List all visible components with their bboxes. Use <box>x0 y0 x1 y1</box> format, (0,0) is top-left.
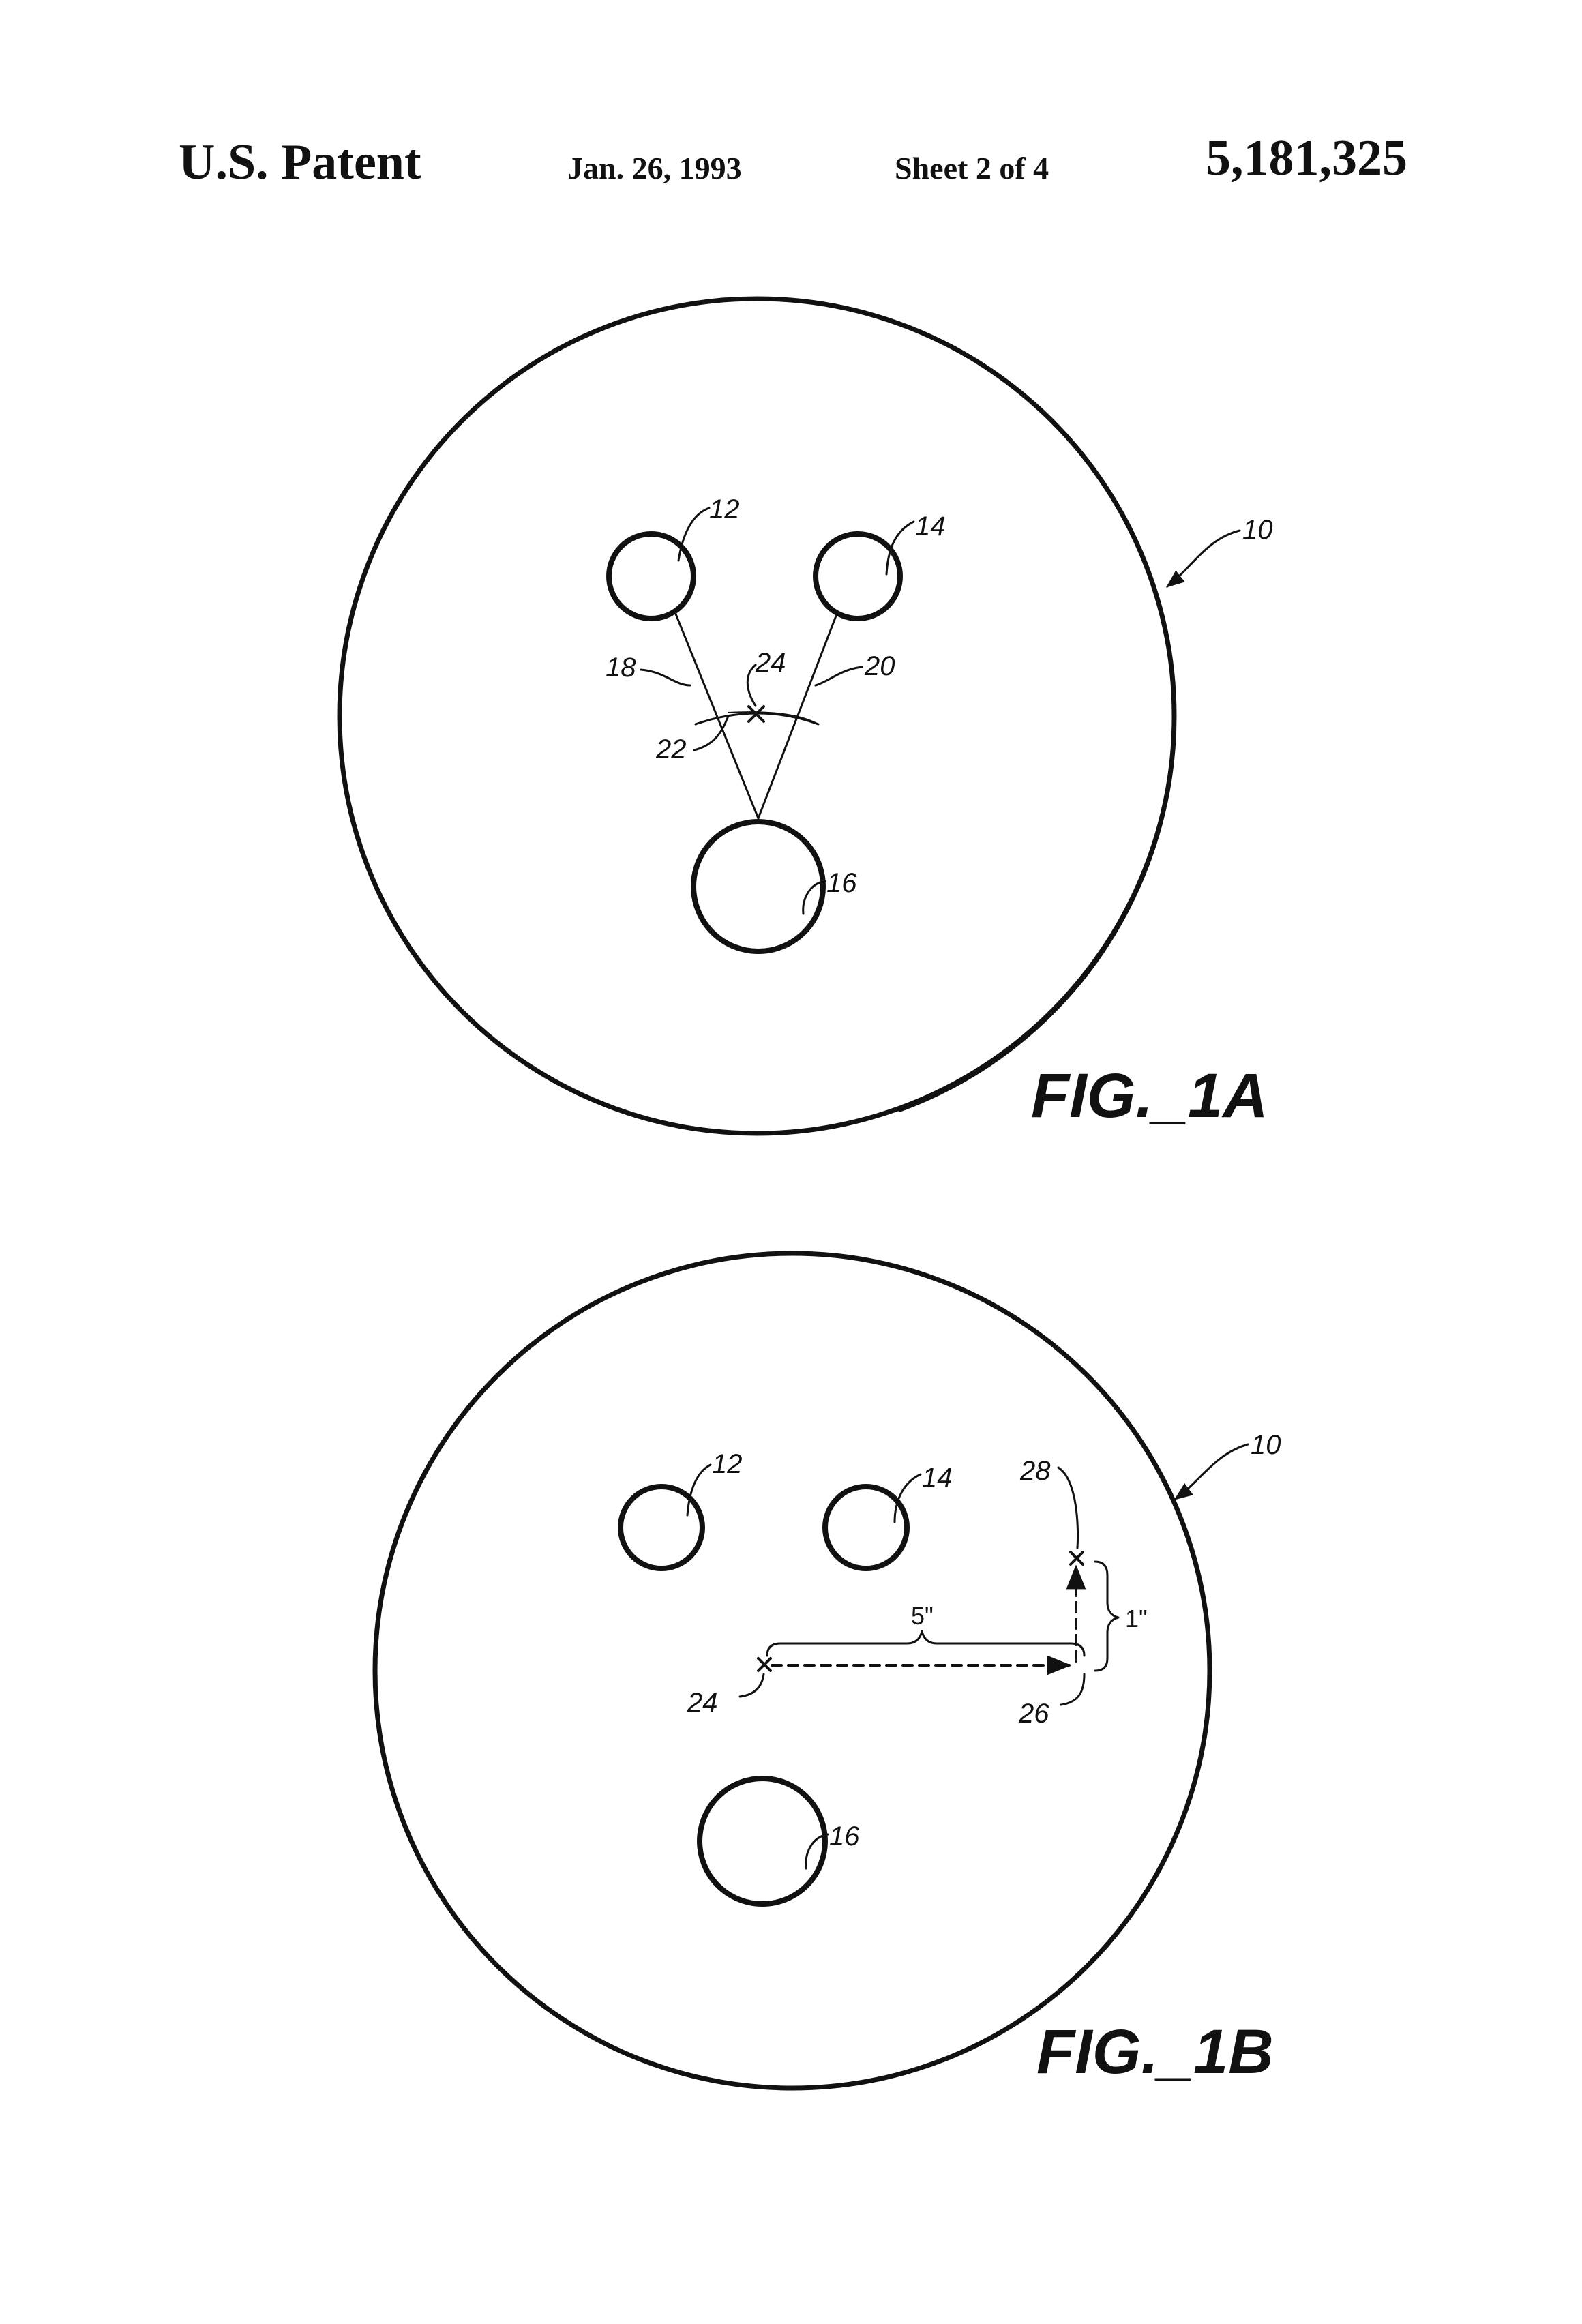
leader-10a <box>1165 529 1241 588</box>
dimension-brace-horizontal <box>766 1630 1086 1657</box>
leader-14 <box>885 520 915 576</box>
leader-16 <box>805 1833 829 1870</box>
leader-24a <box>746 664 757 707</box>
finger-hole-12 <box>618 1484 705 1571</box>
patent-number: 5,181,325 <box>1206 130 1407 186</box>
dimension-5-inch: 5" <box>911 1602 934 1630</box>
leader-16 <box>802 880 826 915</box>
dimension-brace-vertical <box>1094 1560 1120 1672</box>
patent-date: Jan. 26, 1993 <box>567 151 742 185</box>
figure-1a: 10 12 14 16 18 20 22 24 FIG._1A <box>337 296 1273 1136</box>
leader-12 <box>677 507 711 562</box>
leader-20 <box>814 666 863 687</box>
ball-outline-heavy-edge <box>946 1498 1211 2060</box>
point-24-mark <box>747 705 765 723</box>
ref-12b: 12 <box>712 1449 743 1479</box>
arc-22-right <box>728 711 819 725</box>
patent-label: U.S. Patent <box>179 134 421 190</box>
ref-16b: 16 <box>829 1821 860 1851</box>
leader-28 <box>1057 1466 1079 1549</box>
leader-18 <box>640 668 691 687</box>
ref-10b: 10 <box>1251 1430 1281 1460</box>
finger-hole-14 <box>813 531 903 621</box>
ref-14b: 14 <box>922 1463 953 1493</box>
line-20 <box>757 611 839 820</box>
leader-26 <box>1060 1673 1086 1706</box>
ball-outline-heavy-edge <box>898 605 1176 1112</box>
leader-12 <box>686 1463 712 1517</box>
ref-10a: 10 <box>1242 515 1273 545</box>
figure-label-1a: FIG._1A <box>1031 1061 1268 1131</box>
ref-28: 28 <box>1019 1456 1051 1486</box>
ref-18: 18 <box>606 653 636 683</box>
figure-label-1b: FIG._1B <box>1036 2017 1274 2087</box>
leader-10b <box>1174 1443 1249 1500</box>
thumb-hole-16 <box>697 1776 828 1907</box>
point-24-mark <box>757 1657 772 1672</box>
ref-26: 26 <box>1018 1699 1049 1729</box>
leader-24b <box>738 1673 765 1698</box>
finger-hole-12 <box>606 531 696 621</box>
ref-24b: 24 <box>687 1688 718 1718</box>
patent-sheet-number: Sheet 2 of 4 <box>895 151 1049 185</box>
point-28-mark <box>1069 1551 1084 1566</box>
ref-24a: 24 <box>755 648 786 678</box>
ref-20: 20 <box>864 651 895 681</box>
thumb-hole-16 <box>691 819 826 954</box>
dimension-1-inch: 1" <box>1125 1605 1148 1633</box>
finger-hole-14 <box>822 1484 910 1571</box>
ref-12a: 12 <box>709 494 740 524</box>
ref-22: 22 <box>655 734 687 764</box>
ref-16a: 16 <box>826 868 857 898</box>
leader-22 <box>693 715 730 751</box>
figure-1b: 10 12 14 16 24 26 28 5" 1" FIG._1B <box>372 1251 1281 2091</box>
line-18 <box>674 611 760 820</box>
ref-14a: 14 <box>915 511 946 541</box>
bowling-ball-outline <box>372 1251 1212 2091</box>
leader-14 <box>893 1473 922 1523</box>
